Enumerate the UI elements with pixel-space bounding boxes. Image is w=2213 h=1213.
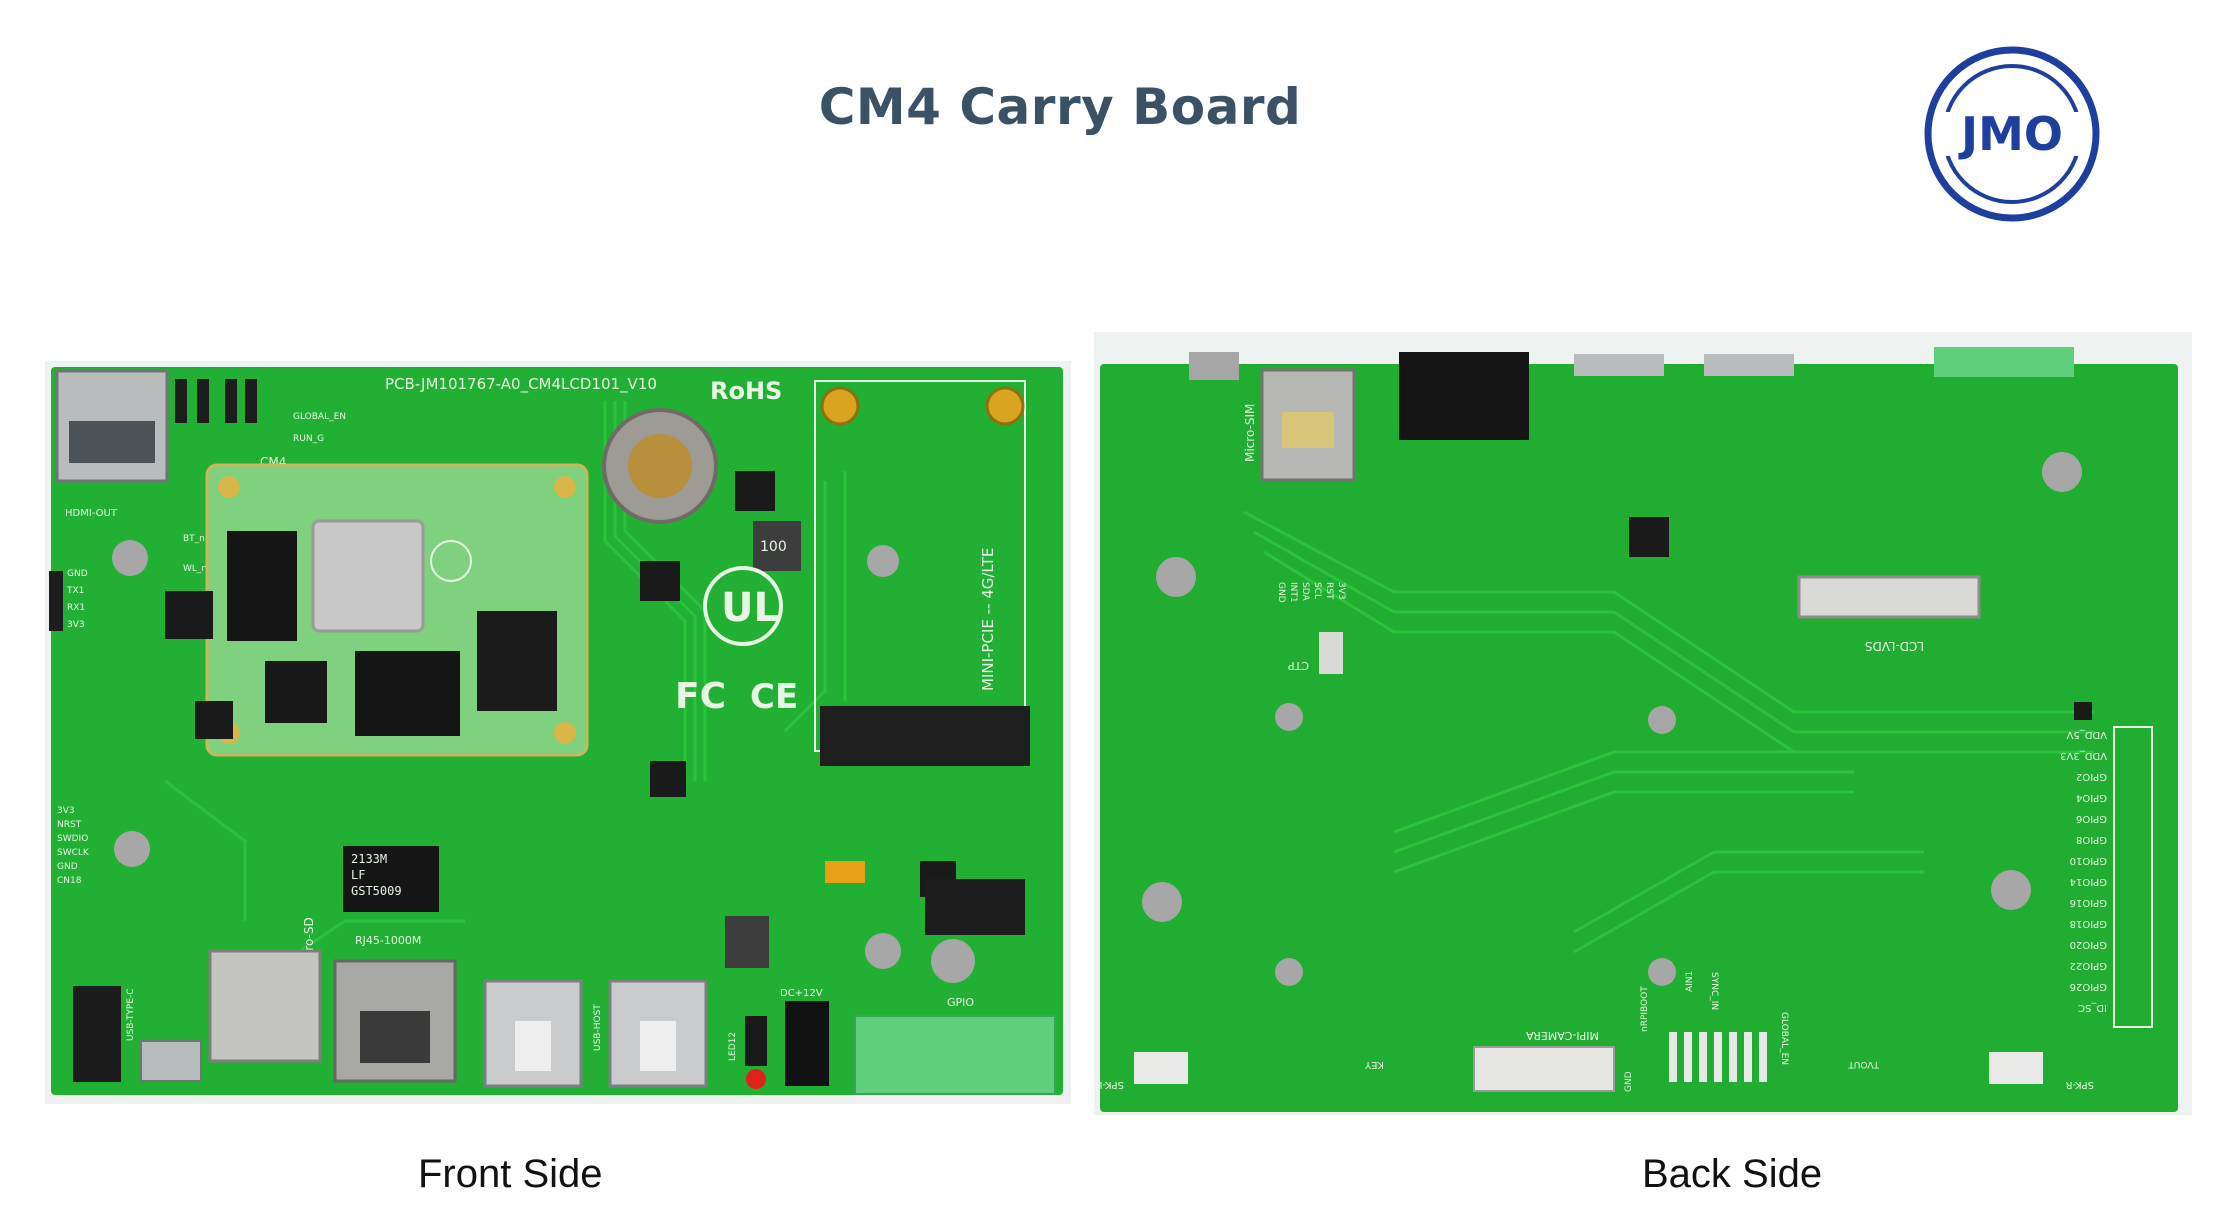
svg-text:GPIO2: GPIO2 [2076, 771, 2107, 782]
spk-r-connector [1989, 1052, 2043, 1084]
silk-pcb-id: PCB-JM101767-A0_CM4LCD101_V10 [385, 375, 657, 394]
silk-led: LED12 [728, 1032, 738, 1061]
svg-text:SWCLK: SWCLK [57, 848, 90, 858]
front-board-photo: HDMI-OUT GLOBAL_EN RUN_G PCB-JM101767-A0… [45, 361, 1071, 1104]
gpio-header [2113, 726, 2153, 1028]
silk-ctp: CTP [1288, 659, 1309, 672]
svg-text:INT1: INT1 [1288, 582, 1298, 603]
svg-text:GPIO16: GPIO16 [2070, 897, 2107, 908]
jumper-headers [175, 379, 257, 423]
svg-text:2133M: 2133M [351, 852, 387, 866]
svg-text:3V3: 3V3 [57, 806, 75, 816]
uart-pin-labels: GND TX1 RX1 3V3 [66, 569, 88, 630]
svg-text:GND: GND [1276, 582, 1286, 603]
silk-nrpiboot: nRPIBOOT [1640, 986, 1650, 1032]
cm4-soc [311, 519, 425, 633]
swd-pin-labels: 3V3 NRST SWDIO SWCLK GND CN18 [57, 806, 90, 886]
silk-rohs: RoHS [710, 377, 782, 405]
silk-spk-r: SPK-R [2066, 1079, 2094, 1090]
back-traces [1243, 510, 2094, 954]
svg-text:3V3: 3V3 [1336, 582, 1346, 600]
silk-gpio: GPIO [947, 996, 974, 1009]
led-indicator [745, 1016, 767, 1066]
usb-c-port [140, 1040, 202, 1082]
mini-pcie-slot: MINI-PCIE -- 4G/LTE [814, 380, 1030, 766]
gpio-header-labels: VDD_5V VDD_3V3 GPIO2 GPIO4 GPIO6 GPIO8 G… [2060, 729, 2107, 1013]
silk-run-g: RUN_G [293, 434, 324, 444]
svg-text:SCL: SCL [1312, 582, 1322, 599]
silk-dc: DC+12V [780, 988, 823, 999]
silk-tvout: TVOUT [1848, 1059, 1880, 1069]
silk-ain1: AIN1 [1685, 971, 1695, 992]
svg-text:VDD_3V3: VDD_3V3 [2060, 750, 2107, 761]
jumper-row [1669, 1032, 1767, 1082]
silk-mipi-camera: MIPI-CAMERA [1526, 1029, 1599, 1042]
silk-lcd-lvds: LCD-LVDS [1865, 639, 1924, 653]
silk-global-en-back: GLOBAL_EN [1779, 1012, 1789, 1065]
silk-micro-sim: Micro-SIM [1243, 404, 1257, 462]
svg-text:GND: GND [57, 862, 78, 872]
back-side-caption: Back Side [1642, 1152, 1823, 1196]
svg-text:GPIO8: GPIO8 [2076, 834, 2107, 845]
jmo-logo: JMO [1924, 46, 2100, 222]
svg-text:VDD_5V: VDD_5V [2066, 729, 2107, 740]
silk-hdmi: HDMI-OUT [65, 508, 118, 519]
silk-fcc: FC [675, 676, 726, 717]
silk-mini-pcie: MINI-PCIE -- 4G/LTE [979, 548, 997, 691]
svg-text:GPIO6: GPIO6 [2076, 813, 2107, 824]
cm4-module [205, 463, 589, 757]
audio-jack [73, 986, 121, 1082]
svg-text:3V3: 3V3 [67, 620, 85, 630]
svg-text:GND: GND [67, 569, 88, 579]
silk-global-en: GLOBAL_EN [293, 412, 346, 422]
back-board-photo: Micro-SIM LCD-LVDS CTP GND INT1 SDA SCL … [1094, 332, 2192, 1115]
front-side-caption: Front Side [418, 1152, 603, 1196]
svg-text:GPIO26: GPIO26 [2070, 981, 2107, 992]
silk-inductor: 100 [760, 539, 787, 555]
svg-text:GPIO4: GPIO4 [2076, 792, 2107, 803]
svg-text:GPIO18: GPIO18 [2070, 918, 2107, 929]
silk-key: KEY [1364, 1059, 1384, 1070]
spk-l-connector [1134, 1052, 1188, 1084]
svg-text:SDA: SDA [1300, 582, 1310, 601]
svg-text:ID_SC: ID_SC [2078, 1002, 2107, 1013]
svg-text:NRST: NRST [57, 820, 82, 830]
lcd-lvds-connector [1797, 575, 1981, 619]
svg-text:GPIO22: GPIO22 [2070, 960, 2107, 971]
silk-spk-l: SPK-L [1097, 1079, 1124, 1090]
page-title: CM4 Carry Board [818, 78, 1302, 136]
cert-marks: UL FC CE [675, 566, 798, 717]
ethernet-underside [1399, 352, 1529, 440]
svg-text:RX1: RX1 [67, 603, 85, 613]
silk-ul: UL [721, 585, 779, 631]
dc-jack [785, 1001, 829, 1086]
svg-text:RST: RST [1324, 582, 1334, 600]
svg-text:GST5009: GST5009 [351, 884, 402, 898]
silk-gnd: GND [1624, 1071, 1634, 1092]
silk-usb-type-c: USB-TYPE-C [126, 988, 136, 1041]
svg-text:SWDIO: SWDIO [57, 834, 88, 844]
gpio-terminal-block [854, 1015, 1056, 1095]
svg-text:GPIO14: GPIO14 [2070, 876, 2107, 887]
silk-sync-in: SYNC_IN [1709, 972, 1719, 1010]
silk-rj45: RJ45-1000M [355, 934, 421, 947]
uart-header [49, 571, 63, 631]
logo-text: JMO [1958, 107, 2063, 161]
svg-text:TX1: TX1 [66, 586, 84, 596]
back-pcb [1100, 364, 2178, 1112]
ctp-connector [1319, 632, 1343, 674]
svg-text:GPIO20: GPIO20 [2070, 939, 2107, 950]
silk-ce: CE [750, 677, 798, 717]
lan-transformer: 2133M LF GST5009 [343, 846, 439, 912]
mipi-camera-connector [1473, 1046, 1615, 1092]
logo-ring-outer [1924, 46, 2100, 222]
silk-usb-host: USB-HOST [593, 1004, 603, 1051]
ctp-pin-labels: GND INT1 SDA SCL RST 3V3 [1276, 582, 1346, 603]
svg-text:CN18: CN18 [57, 876, 82, 886]
svg-text:GPIO10: GPIO10 [2070, 855, 2107, 866]
mounting-holes [1142, 452, 2082, 986]
micro-sd-slot [208, 949, 322, 1063]
svg-text:LF: LF [351, 868, 365, 882]
